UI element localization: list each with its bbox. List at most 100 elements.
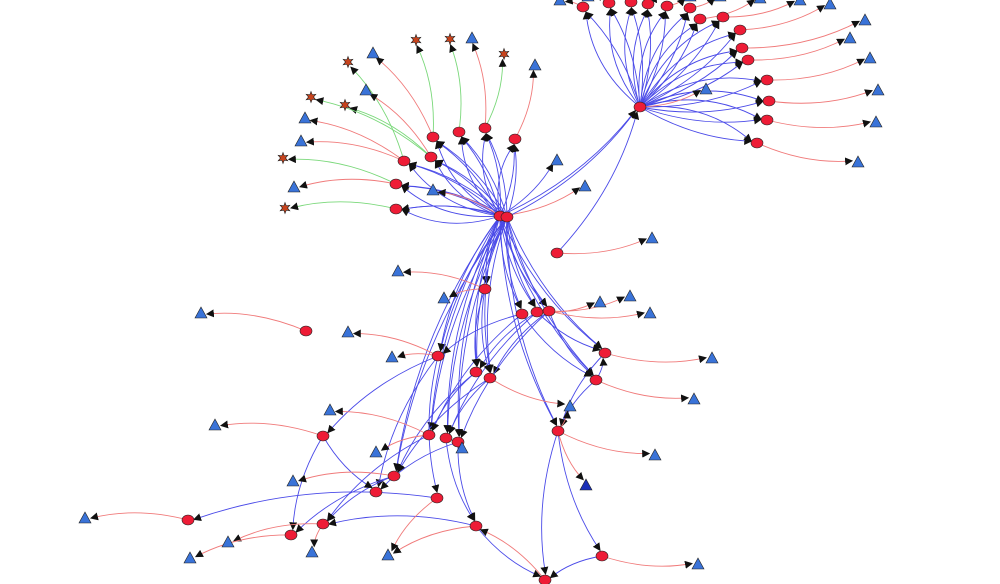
circle-node <box>760 74 774 86</box>
circle-node <box>550 247 564 259</box>
hub-link-edge <box>485 132 508 218</box>
hub-link-edge <box>638 11 667 108</box>
star-link-edge <box>287 155 397 185</box>
triangle-node <box>208 418 222 431</box>
hub-link-edge <box>506 110 636 218</box>
triangle-node <box>366 46 380 59</box>
star-link-edge <box>416 45 434 138</box>
hub-link-edge <box>375 355 439 488</box>
leaf-link-edge <box>557 430 651 458</box>
hub-link-edge <box>327 355 439 434</box>
hub-link-edge <box>499 215 557 427</box>
hub-link-edge <box>443 215 501 434</box>
hub-link-edge <box>393 215 501 472</box>
star-node <box>279 201 291 215</box>
circle-node <box>508 133 522 145</box>
hub-link-edge <box>639 99 764 113</box>
hub-link-edge <box>499 215 603 349</box>
leaf-link-edge <box>739 5 826 31</box>
triangle-node <box>455 441 469 454</box>
circle-node <box>469 520 483 532</box>
leaf-link-edge <box>402 267 486 290</box>
circle-node <box>452 126 466 138</box>
star-link-edge <box>349 106 432 158</box>
triangle-node <box>287 180 301 193</box>
star-link-edge <box>290 201 397 211</box>
triangle-node <box>381 548 395 561</box>
hub-link-edge <box>536 311 601 352</box>
leaf-link-edge <box>766 119 871 128</box>
hub-link-edge <box>639 99 762 120</box>
hub-link-edge <box>506 216 548 307</box>
triangle-node <box>341 325 355 338</box>
circle-node <box>430 492 444 504</box>
leaf-link-edge <box>489 377 566 408</box>
triangle-node <box>359 83 373 96</box>
hub-link-edge <box>499 163 554 217</box>
circle-node <box>469 366 483 378</box>
circle-node <box>750 137 764 149</box>
star-link-edge <box>484 58 507 129</box>
circle-node <box>716 11 730 23</box>
leaf-link-edge <box>768 89 873 104</box>
circle-node <box>551 425 565 437</box>
circle-node <box>762 95 776 107</box>
triangle-node <box>298 111 312 124</box>
leaf-link-edge <box>309 117 405 162</box>
triangle-node <box>391 264 405 277</box>
triangle-node <box>648 448 662 461</box>
leaf-link-edge <box>232 523 324 542</box>
circle-node <box>483 372 497 384</box>
triangle-node <box>294 134 308 147</box>
hub-link-edge <box>639 58 744 108</box>
hub-link-edge <box>624 7 641 108</box>
hub-link-edge <box>479 311 538 369</box>
leaf-link-edge <box>352 329 439 357</box>
hub-link-edge <box>322 435 373 489</box>
circle-node <box>693 13 707 25</box>
triangle-node <box>305 545 319 558</box>
triangle-node <box>437 291 451 304</box>
triangle-node <box>563 399 577 412</box>
hub-link-edge <box>397 377 491 473</box>
hub-link-edge <box>505 216 522 309</box>
hub-link-edge <box>328 515 477 527</box>
leaf-link-edge <box>298 471 395 483</box>
leaf-link-edge <box>479 528 546 581</box>
hub-link-edge <box>455 216 508 438</box>
triangle-node <box>793 0 807 6</box>
leaf-link-edge <box>299 178 397 189</box>
circle-node <box>439 432 453 444</box>
circle-node <box>422 429 436 441</box>
triangle-node <box>550 153 564 166</box>
hub-link-edge <box>556 111 640 254</box>
circle-node <box>515 308 529 320</box>
circle-node <box>478 283 492 295</box>
hub-link-edge <box>460 310 550 439</box>
triangle-node <box>705 351 719 364</box>
triangle-node <box>465 31 479 44</box>
triangle-node <box>623 289 637 302</box>
hub-link-edge <box>497 144 515 217</box>
hub-link-edge <box>396 371 477 473</box>
circle-node <box>181 514 195 526</box>
circle-node <box>369 486 383 498</box>
star-link-edge <box>350 66 405 162</box>
hub-link-edge <box>193 491 438 521</box>
leaf-link-edge <box>472 43 487 129</box>
leaf-link-edge <box>437 188 501 217</box>
leaf-link-edge <box>391 497 438 552</box>
hub-link-edge <box>585 11 641 108</box>
leaf-link-edge <box>334 407 430 436</box>
leaf-link-edge <box>548 296 625 312</box>
triangle-node <box>426 183 440 196</box>
hub-link-edge <box>605 7 641 108</box>
hub-link-edge <box>427 216 508 431</box>
hub-link-edge <box>408 161 508 218</box>
hub-link-edge <box>506 216 603 349</box>
triangle-node <box>871 83 885 96</box>
triangle-node <box>194 306 208 319</box>
circle-node <box>431 350 445 362</box>
circle-node <box>284 529 298 541</box>
circle-node <box>660 0 674 12</box>
